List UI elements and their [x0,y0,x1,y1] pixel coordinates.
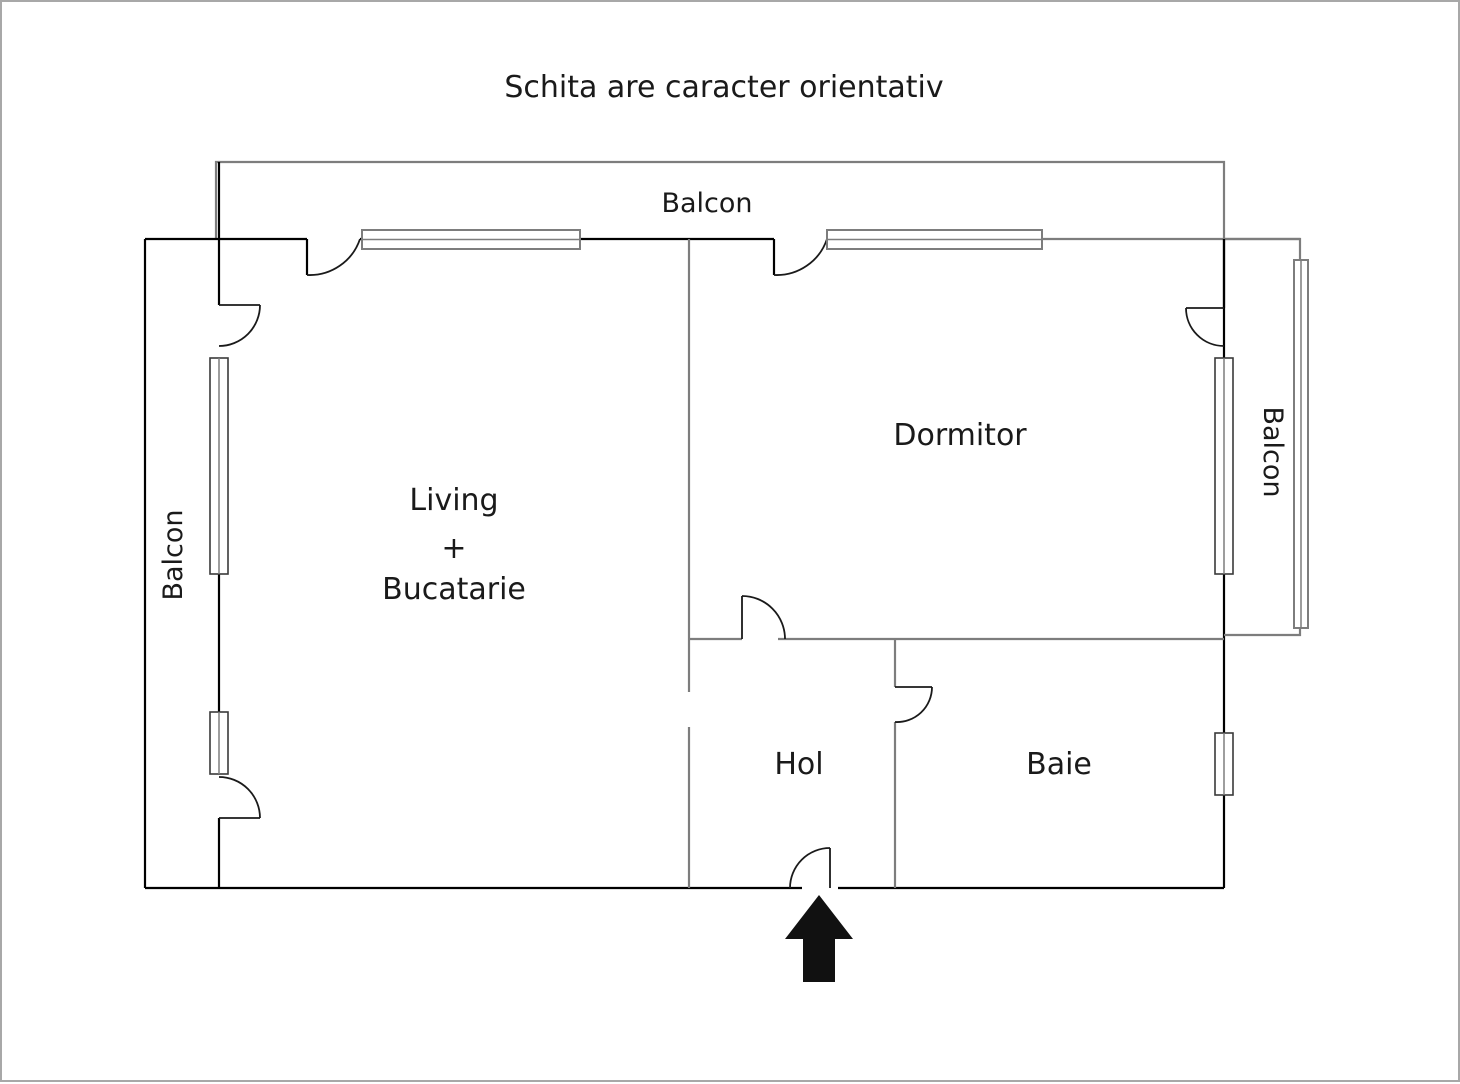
balcon-right-label: Balcon [1257,406,1288,497]
room-label-baie: Baie [1026,747,1092,782]
door-dormitor-to-right-balcony [1185,239,1226,347]
apartment-outer-walls [143,237,1300,890]
room-labels: Living + Bucatarie Dormitor Hol Baie [382,418,1092,782]
room-label-dormitor: Dormitor [893,418,1027,453]
door-living-to-left-balcony-upper [218,304,261,347]
room-label-living-line3: Bucatarie [382,572,526,607]
balcon-right-structure: Balcon [1224,237,1309,637]
room-label-hol: Hol [774,747,823,782]
window-dormitor-top [826,229,1043,250]
balcon-left-label: Balcon [158,509,189,600]
window-left-balcony-upper [209,357,229,575]
window-baie-right [1214,732,1234,796]
window-left-balcony-lower [209,711,229,775]
room-label-living-line1: Living [409,483,498,518]
window-right-balcony [1214,357,1234,575]
window-living-top [361,229,581,250]
door-living-to-top-balcony [306,238,361,276]
wall-dormitor-hol-divider [689,595,1224,641]
balcon-top-label: Balcon [661,188,752,219]
room-label-living-line2: + [441,531,466,566]
entrance-door [789,847,831,889]
wall-hol-baie-divider [893,639,933,888]
balcon-top-structure: Balcon [214,160,1226,239]
door-dormitor-to-top-balcony [773,238,828,276]
door-living-to-left-balcony-lower [218,776,261,819]
page-title: Schita are caracter orientativ [504,70,943,105]
entrance-arrow-icon [785,895,853,982]
